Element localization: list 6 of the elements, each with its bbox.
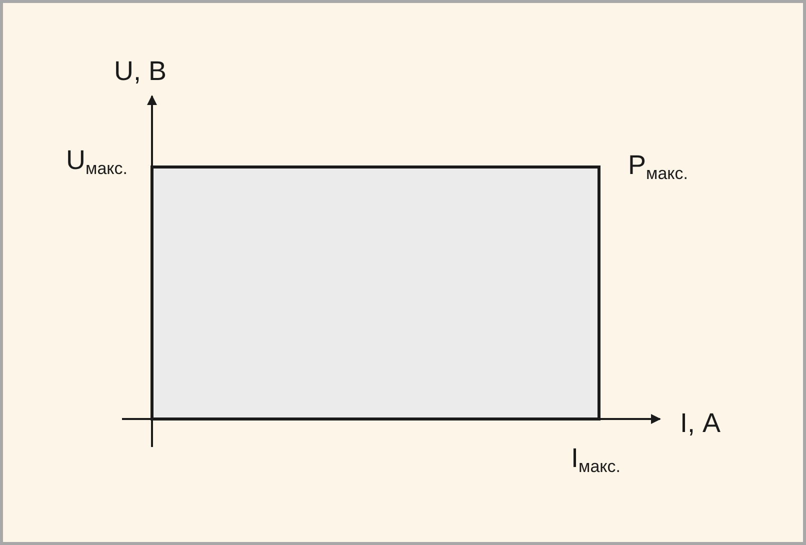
value-label: P$_{макс.}$ <box>628 152 688 182</box>
axis-label: U, В <box>114 58 167 85</box>
value-label: U$_{макс.}$ <box>66 147 128 177</box>
axis-label: I, А <box>680 410 721 437</box>
operating-area-rectangle <box>150 166 600 420</box>
value-label: I$_{макс.}$ <box>571 445 621 475</box>
